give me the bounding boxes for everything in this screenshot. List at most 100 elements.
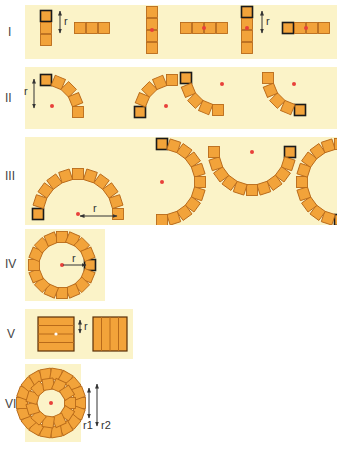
block-square — [297, 187, 311, 201]
block-square — [113, 209, 124, 220]
row-numeral: VI — [5, 398, 16, 410]
dimension-arrows — [34, 11, 262, 426]
block-square — [73, 169, 84, 180]
row-numeral: IV — [5, 258, 16, 270]
row-two-figures — [41, 73, 306, 118]
block-square — [205, 23, 216, 34]
center-dot — [245, 26, 249, 30]
block-square — [147, 31, 158, 42]
center-dot — [304, 26, 308, 30]
row-panel — [25, 5, 337, 59]
block-square — [181, 23, 192, 34]
block-square — [59, 385, 74, 400]
block-square — [242, 43, 253, 54]
center-dot — [50, 104, 54, 108]
center-dot — [160, 180, 164, 184]
striped-block — [38, 317, 74, 351]
block-square — [153, 75, 167, 89]
stripe — [38, 325, 74, 326]
row-panel — [25, 137, 337, 225]
dimension-label: r — [93, 203, 97, 214]
block-square — [199, 100, 213, 114]
center-dot — [54, 332, 57, 335]
row-numeral: I — [8, 26, 11, 38]
block-square — [135, 107, 146, 118]
block-square — [181, 73, 192, 84]
dimension-arrow — [262, 11, 263, 33]
block-square — [295, 23, 306, 34]
dimension-label: r — [64, 16, 68, 27]
block-square — [307, 23, 318, 34]
block-square — [263, 83, 277, 97]
block-square — [33, 209, 44, 220]
block-square — [319, 23, 330, 34]
center-dot — [49, 401, 53, 405]
dimension-label: r — [266, 16, 270, 27]
block-square — [242, 7, 253, 18]
block-square — [157, 215, 168, 226]
row-panel — [25, 309, 133, 359]
block-square — [242, 19, 253, 30]
block-square — [295, 105, 306, 116]
row-panel — [25, 229, 105, 301]
center-dot — [164, 104, 168, 108]
block-square — [257, 181, 271, 195]
block-square — [41, 75, 52, 86]
center-dot — [292, 82, 296, 86]
row-three-figures — [33, 139, 337, 226]
block-square — [109, 195, 123, 209]
stripe — [38, 342, 74, 343]
block-square — [147, 43, 158, 54]
block-square — [41, 35, 52, 46]
stripe — [110, 317, 111, 351]
block-square — [285, 147, 296, 158]
block-square — [335, 139, 337, 150]
block-square — [213, 105, 224, 116]
block-square — [242, 31, 253, 42]
block-square — [87, 23, 98, 34]
block-square — [75, 23, 86, 34]
block-square — [209, 157, 223, 171]
row-one-figures — [41, 7, 330, 54]
block-square — [99, 23, 110, 34]
dimension-label: r2 — [101, 420, 111, 431]
row-numeral: V — [7, 328, 15, 340]
block-square — [321, 139, 335, 153]
dimension-label: r — [84, 321, 88, 332]
block-square — [147, 19, 158, 30]
block-square — [68, 93, 82, 107]
row-numeral: III — [5, 170, 15, 182]
row-four-figures — [29, 232, 96, 299]
block-square — [283, 23, 294, 34]
dimension-label: r1 — [83, 420, 93, 431]
center-dot — [250, 150, 254, 154]
row-panel — [25, 67, 337, 129]
block-square — [41, 23, 52, 34]
block-square — [263, 73, 274, 84]
row-panel — [25, 364, 81, 442]
block-square — [167, 75, 178, 86]
dimension-arrow — [34, 79, 35, 108]
block-square — [247, 185, 258, 196]
center-dot — [202, 26, 206, 30]
dimension-arrow — [60, 11, 61, 33]
block-square — [59, 169, 73, 183]
row-five-figures — [38, 317, 127, 351]
dimension-arrow — [89, 388, 90, 418]
dimension-arrow — [80, 320, 81, 333]
stripe — [118, 317, 119, 351]
striped-block — [93, 317, 127, 351]
block-square — [73, 107, 84, 118]
block-square — [157, 139, 168, 150]
block-square — [193, 23, 204, 34]
block-square — [191, 163, 205, 177]
block-square — [195, 177, 206, 188]
block-square — [81, 247, 95, 261]
dimension-label: r — [24, 86, 28, 97]
stripe — [101, 317, 102, 351]
block-square — [147, 7, 158, 18]
block-square — [209, 147, 220, 158]
center-dot — [220, 82, 224, 86]
